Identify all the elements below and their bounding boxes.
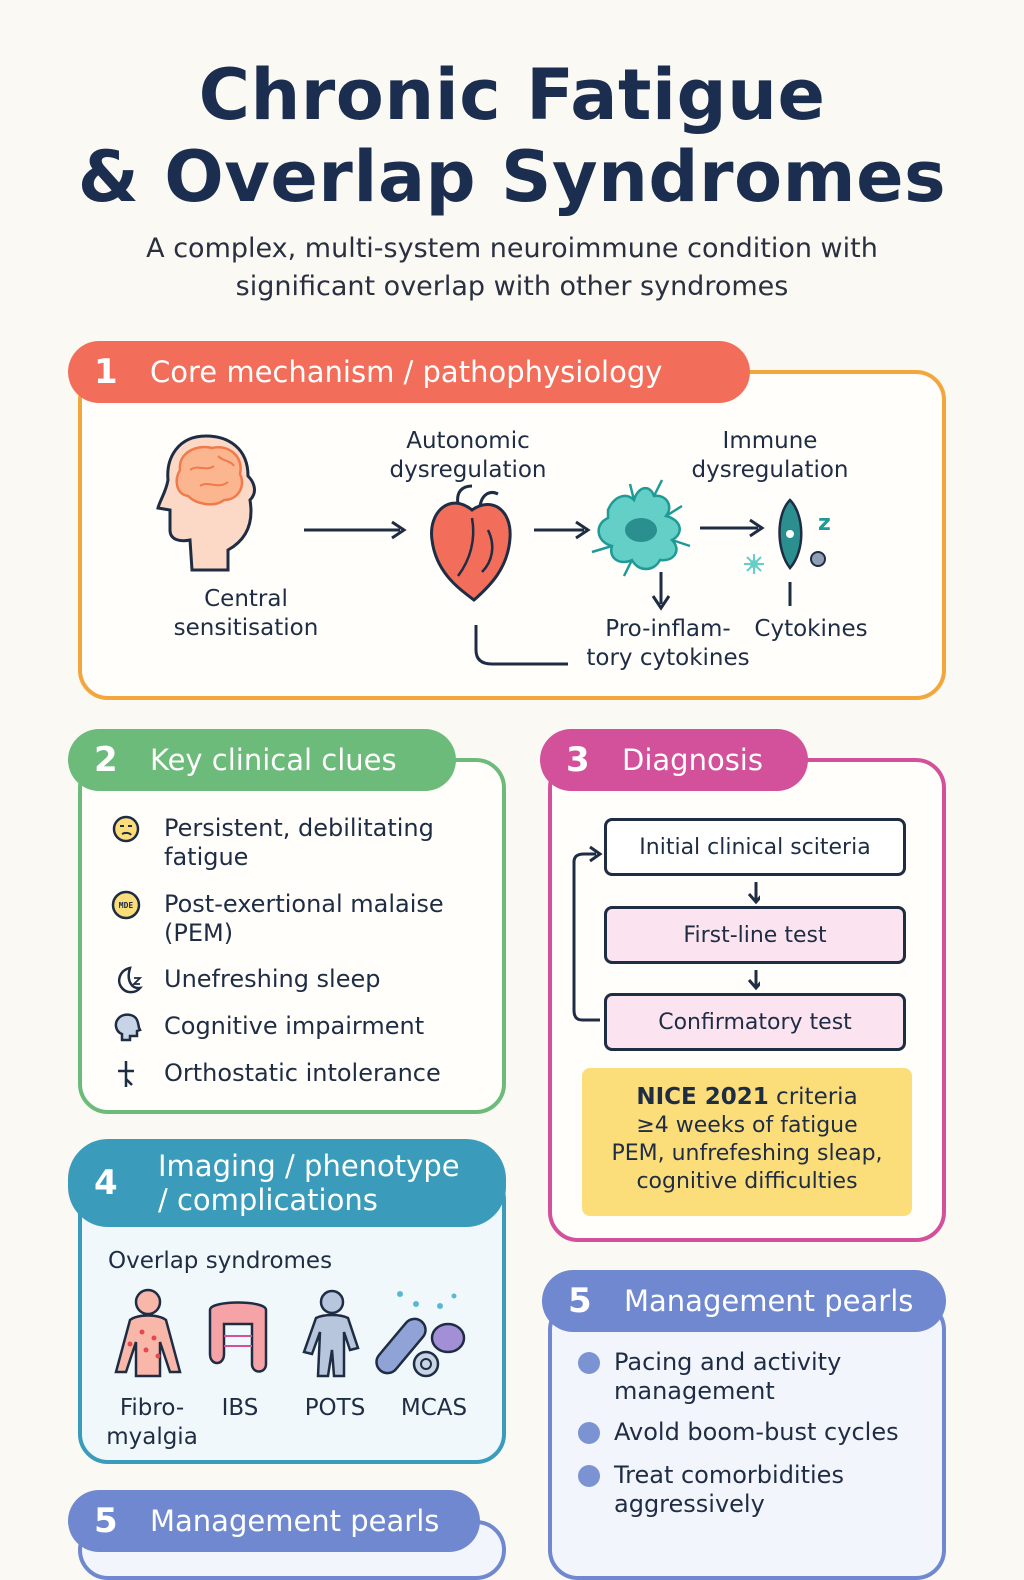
- nice-heading-rest: criteria: [768, 1084, 858, 1110]
- autonomic-label-line2: dysregulation: [389, 457, 547, 483]
- pearl-bullet-icon: [578, 1422, 600, 1444]
- nice-heading: NICE 2021 criteria: [582, 1082, 912, 1112]
- section1-diagram: z: [156, 434, 831, 666]
- diagnosis-step-initial: Initial clinical sciteria: [604, 818, 906, 876]
- nice-line4: cognitive difficulties: [636, 1169, 858, 1194]
- clue-pem-line2: (PEM): [164, 919, 234, 947]
- pearl-boom-bust-line1: Avold boom-bust cycles: [614, 1418, 899, 1446]
- pearl-pacing-line2: management: [614, 1377, 775, 1405]
- section5-card: [548, 1300, 946, 1580]
- pearl-boom-bust: Avold boom-bust cycles: [578, 1418, 899, 1447]
- clue-fatigue-line1: Persistent, debilitating: [164, 814, 434, 842]
- section3-number: 3: [566, 740, 590, 780]
- section2-title: Key clinical clues: [150, 743, 397, 777]
- immune-label-line2: dysregulation: [691, 457, 849, 483]
- section2-number: 2: [94, 740, 118, 780]
- clue-sleep-line1: Unefreshing sleep: [164, 965, 381, 993]
- section5b-title: Management pearls: [150, 1504, 440, 1538]
- overlap-icons: [114, 1288, 466, 1378]
- proinflam-label-line1: Pro-inflam-: [605, 616, 731, 642]
- pearl-comorbidities-line1: Treat comorbidities: [614, 1461, 844, 1489]
- overlap-ibs: IBS: [221, 1395, 259, 1421]
- clue-orthostatic: Orthostatic intolerance: [110, 1059, 441, 1089]
- page-title-line2: & Overlap Syndromes: [77, 136, 947, 218]
- central-label-line2: sensitisation: [173, 615, 319, 641]
- autonomic-label-line1: Autonomic: [406, 428, 530, 454]
- pearl-bullet-icon: [578, 1352, 600, 1374]
- immune-cell-icon: [591, 479, 691, 577]
- immune-label-line1: Immune: [722, 428, 818, 454]
- diagnosis-step-first-line: First-line test: [604, 906, 906, 964]
- pem-badge-icon: MDE: [111, 890, 141, 920]
- proinflam-label-line2: tory cytokines: [586, 645, 750, 671]
- overlap-heading: Overlap syndromes: [108, 1248, 333, 1274]
- pearl-pacing-line1: Pacing and activity: [614, 1348, 842, 1376]
- section4-title-line1: Imaging / phenotype: [158, 1149, 460, 1183]
- z-glyph: z: [818, 511, 831, 536]
- section5-header: 5 Management pearls: [542, 1270, 946, 1332]
- cytokines-label: Cytokines: [754, 616, 868, 642]
- section5-title: Management pearls: [624, 1284, 914, 1318]
- head-profile-icon: [114, 1013, 142, 1042]
- pearl-comorbidities-line2: aggressively: [614, 1490, 765, 1518]
- tired-face-icon: [112, 815, 140, 843]
- clue-orthostatic-line1: Orthostatic intolerance: [164, 1059, 441, 1087]
- overlap-pots: POTS: [304, 1395, 366, 1421]
- subtitle-line2: significant overlap with other syndromes: [235, 271, 789, 302]
- clue-fatigue-line2: fatigue: [164, 843, 249, 871]
- central-label-line1: Central: [204, 586, 288, 612]
- section4-number: 4: [94, 1163, 118, 1203]
- clue-pem-line1: Post-exertional malaise: [164, 890, 444, 918]
- heart-icon: [430, 484, 512, 602]
- fibromyalgia-body-icon: [114, 1288, 182, 1378]
- clue-cognitive: Cognitive impairment: [110, 1012, 424, 1042]
- section5-number: 5: [568, 1281, 592, 1321]
- nice-criteria-box: NICE 2021 criteria ≥4 weeks of fatigue P…: [582, 1068, 912, 1216]
- section2-header: 2 Key clinical clues: [68, 729, 456, 791]
- nice-line2: ≥4 weeks of fatigue: [636, 1113, 858, 1138]
- pem-badge-text: MDE: [119, 901, 134, 910]
- overlap-mcas: MCAS: [400, 1395, 468, 1421]
- moon-icon: [118, 966, 143, 994]
- clue-cognitive-line1: Cognitive impairment: [164, 1012, 425, 1040]
- nice-line3: PEM, unfrefeshing sleap,: [611, 1141, 883, 1166]
- overlap-fibromyalgia-line2: myalgia: [106, 1424, 198, 1450]
- section4-header: 4 Imaging / phenotype / complications: [68, 1139, 506, 1227]
- mast-cell-icon: [375, 1291, 466, 1378]
- page-title-line1: Chronic Fatigue: [198, 54, 826, 136]
- section5b-number: 5: [94, 1501, 118, 1541]
- brain-head-icon: [156, 434, 256, 572]
- section5b-header: 5 Management pearls: [68, 1490, 480, 1552]
- section2-card: [78, 758, 506, 1114]
- section3-title: Diagnosis: [622, 743, 763, 777]
- diagnosis-flow-arrows: [572, 845, 760, 1022]
- intestine-icon: [208, 1301, 268, 1373]
- clue-pem: MDE Post-exertional malaise(PEM): [110, 890, 444, 948]
- overlap-fibromyalgia-line1: Fibro-: [119, 1395, 185, 1421]
- section3-header: 3 Diagnosis: [540, 729, 808, 791]
- pearl-bullet-icon: [578, 1465, 600, 1487]
- lymphocyte-icon: [744, 498, 826, 574]
- nice-heading-bold: NICE 2021: [636, 1084, 769, 1110]
- diagnosis-step-confirmatory: Confirmatory test: [604, 993, 906, 1051]
- section1-number: 1: [94, 352, 118, 392]
- pots-figure-icon: [302, 1289, 360, 1378]
- clue-sleep: Unefreshing sleep: [110, 965, 381, 995]
- section1-header: 1 Core mechanism / pathophysiology: [68, 341, 750, 403]
- section4-title-line2: / complications: [158, 1183, 378, 1217]
- subtitle-line1: A complex, multi-system neuroimmune cond…: [146, 233, 878, 264]
- standing-figure-icon: [118, 1061, 134, 1087]
- section1-title: Core mechanism / pathophysiology: [150, 355, 663, 389]
